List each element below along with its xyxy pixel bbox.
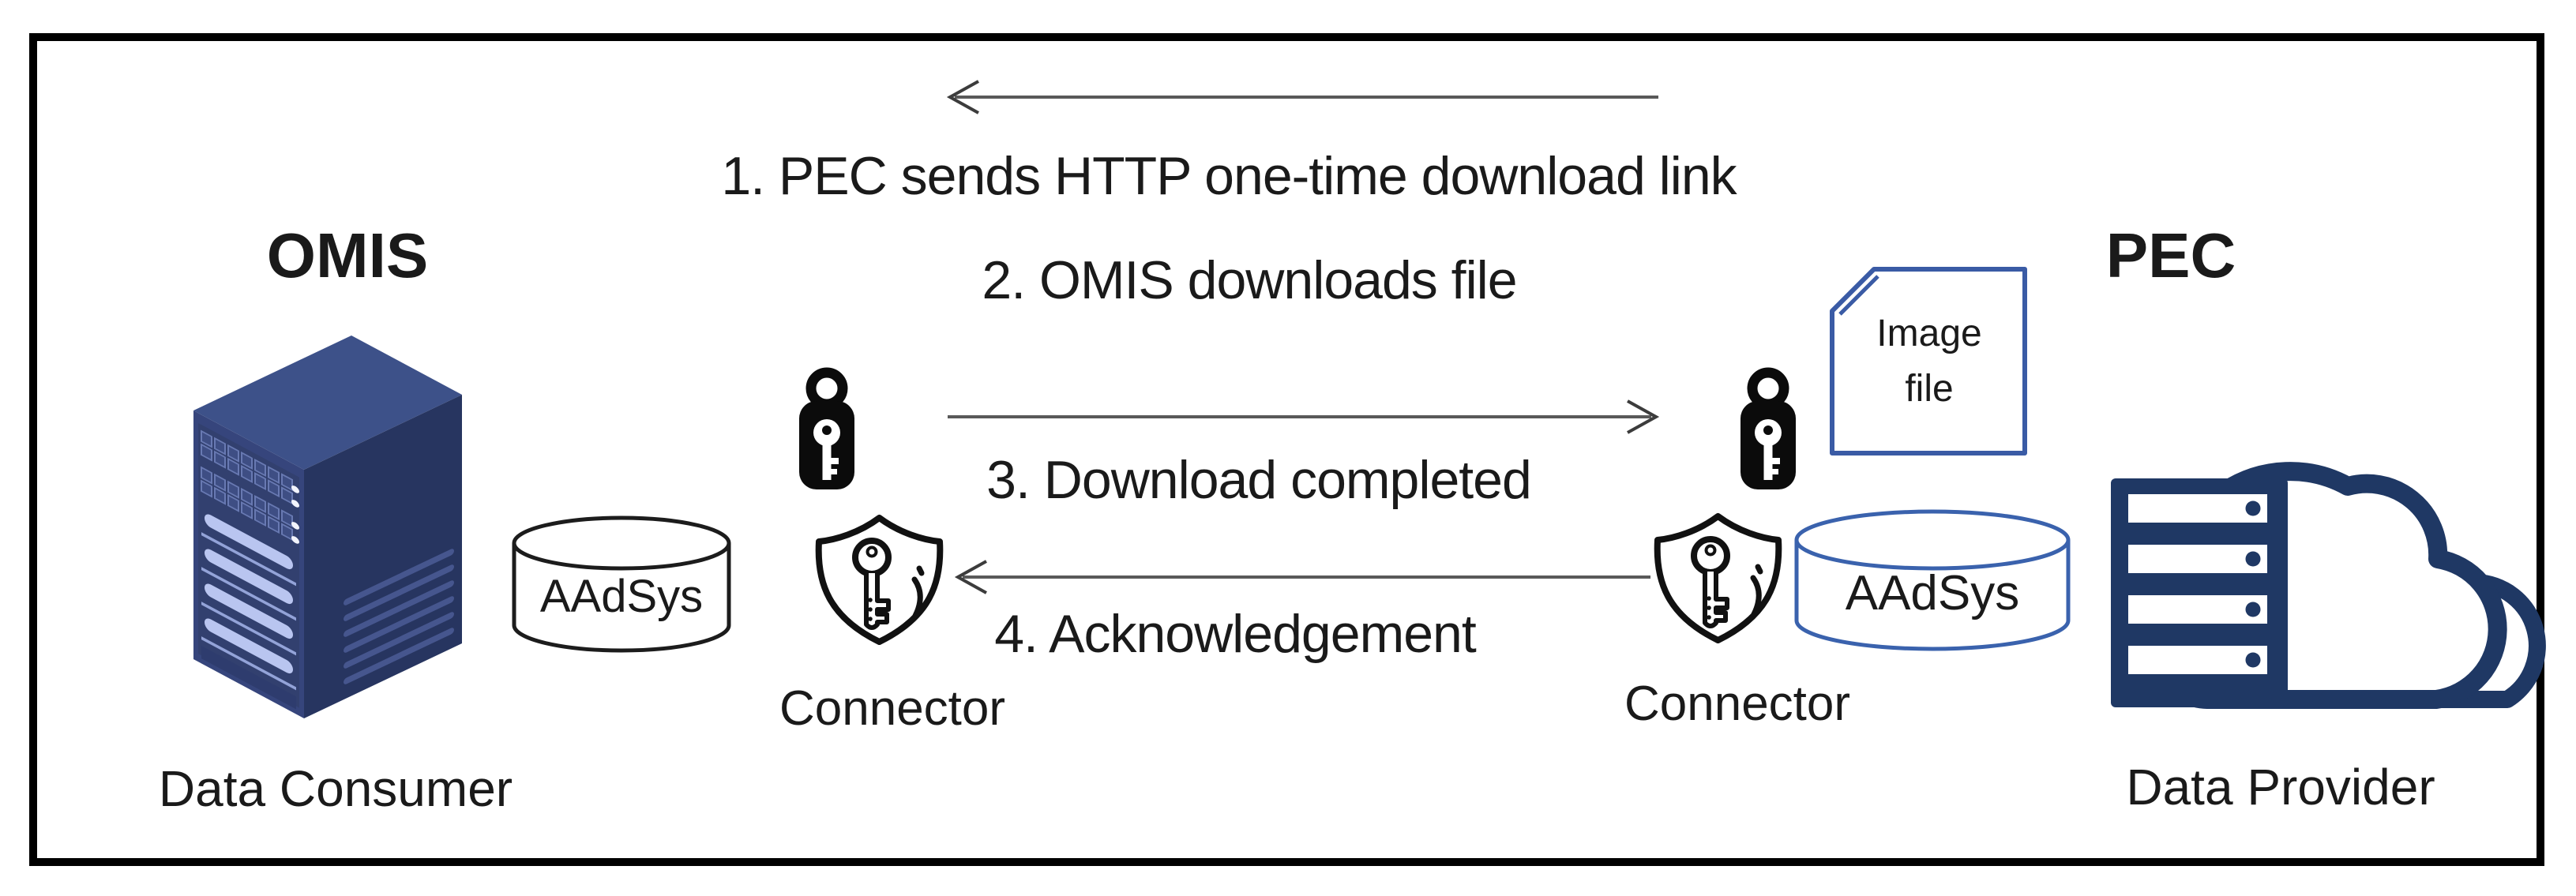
arrow-message-1 — [946, 80, 1658, 114]
file-label-line1: Image — [1876, 313, 1982, 354]
database-cylinder-left-icon — [512, 515, 731, 653]
left-database-label: AAdSys — [539, 571, 704, 622]
cloud-server-icon — [2111, 462, 2546, 709]
key-icon-right — [1740, 367, 1796, 489]
message-2-label: 2. OMIS downloads file — [982, 250, 1517, 310]
shield-key-icon-right — [1654, 513, 1782, 643]
right-connector-label: Connector — [1624, 677, 1851, 731]
right-database-label: AAdSys — [1845, 566, 2020, 620]
message-1-label: 1. PEC sends HTTP one-time download link — [721, 146, 1737, 206]
file-label-line2: file — [1905, 368, 1954, 410]
file-document-label: Image file — [1831, 306, 2028, 417]
message-3-label: 3. Download completed — [986, 450, 1532, 510]
diagram-frame-border — [29, 33, 2544, 866]
shield-key-icon-left — [815, 515, 944, 645]
message-4-label: 4. Acknowledgement — [994, 604, 1477, 664]
left-system-title: OMIS — [266, 220, 429, 291]
left-connector-label: Connector — [779, 681, 1006, 736]
file-document-icon — [1830, 267, 2027, 455]
arrow-message-4 — [954, 560, 1650, 594]
right-system-role: Data Provider — [2126, 759, 2435, 815]
server-tower-icon — [193, 336, 462, 718]
key-icon-left — [799, 367, 854, 489]
database-cylinder-right-icon — [1794, 509, 2071, 651]
arrow-message-2 — [948, 399, 1660, 434]
right-system-title: PEC — [2105, 220, 2236, 291]
left-system-role: Data Consumer — [158, 760, 513, 817]
